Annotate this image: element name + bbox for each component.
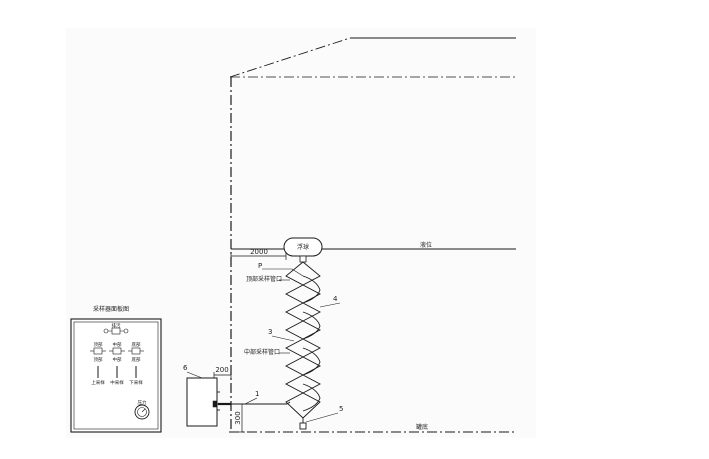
svg-text:3: 3 bbox=[268, 328, 272, 336]
callout-3: 3 bbox=[268, 328, 295, 342]
valve-icon bbox=[103, 327, 129, 335]
svg-text:1: 1 bbox=[255, 390, 259, 398]
callout-p: P bbox=[258, 262, 304, 277]
coiled-sampling-hose bbox=[285, 261, 321, 419]
tank-bottom-label: 罐底 bbox=[416, 423, 428, 431]
valve-icon bbox=[90, 347, 106, 355]
svg-text:上采样: 上采样 bbox=[91, 379, 105, 386]
svg-text:5: 5 bbox=[339, 405, 343, 413]
callout-5: 5 bbox=[305, 405, 343, 423]
bottom-anchor bbox=[299, 418, 307, 430]
sampling-valve-handles bbox=[97, 366, 137, 378]
float: 浮球 bbox=[283, 237, 323, 263]
svg-text:顶部: 顶部 bbox=[94, 356, 103, 363]
valve-icon bbox=[128, 347, 144, 355]
panel-title: 采样器面板图 bbox=[93, 305, 129, 313]
liquid-level-label: 液位 bbox=[420, 241, 432, 249]
svg-text:中部: 中部 bbox=[113, 341, 122, 348]
svg-text:中采样: 中采样 bbox=[110, 379, 124, 386]
mid-sampling-port-label: 中部采样管口 bbox=[244, 348, 280, 356]
sampler-panel: 采样器面板图 排污 顶部 中部 底部 顶部 中部 底部 bbox=[70, 305, 162, 433]
top-sampling-port-label: 顶部采样管口 bbox=[246, 275, 282, 283]
svg-text:P: P bbox=[258, 262, 262, 270]
panel-top-caption: 排污 bbox=[112, 322, 121, 329]
valve-icon bbox=[109, 347, 125, 355]
pressure-gauge-icon bbox=[134, 404, 150, 420]
callout-6: 6 bbox=[183, 364, 203, 379]
svg-text:底部: 底部 bbox=[132, 341, 141, 348]
svg-text:底部: 底部 bbox=[132, 356, 141, 363]
connection-pipe bbox=[218, 401, 291, 406]
svg-text:压力: 压力 bbox=[138, 399, 147, 406]
svg-text:4: 4 bbox=[333, 295, 338, 303]
dimension-300: 300 bbox=[234, 403, 245, 433]
svg-text:中部: 中部 bbox=[113, 356, 122, 363]
callout-1: 1 bbox=[244, 390, 259, 405]
svg-text:2000: 2000 bbox=[250, 248, 268, 256]
svg-text:下采样: 下采样 bbox=[129, 379, 143, 386]
callout-4: 4 bbox=[319, 295, 341, 308]
dimension-200: 200 bbox=[213, 366, 232, 378]
svg-text:300: 300 bbox=[234, 411, 242, 424]
svg-text:浮球: 浮球 bbox=[297, 243, 309, 251]
svg-text:200: 200 bbox=[215, 366, 228, 374]
svg-text:顶部: 顶部 bbox=[94, 341, 103, 348]
sampler-box bbox=[186, 377, 220, 427]
svg-text:6: 6 bbox=[183, 364, 188, 372]
